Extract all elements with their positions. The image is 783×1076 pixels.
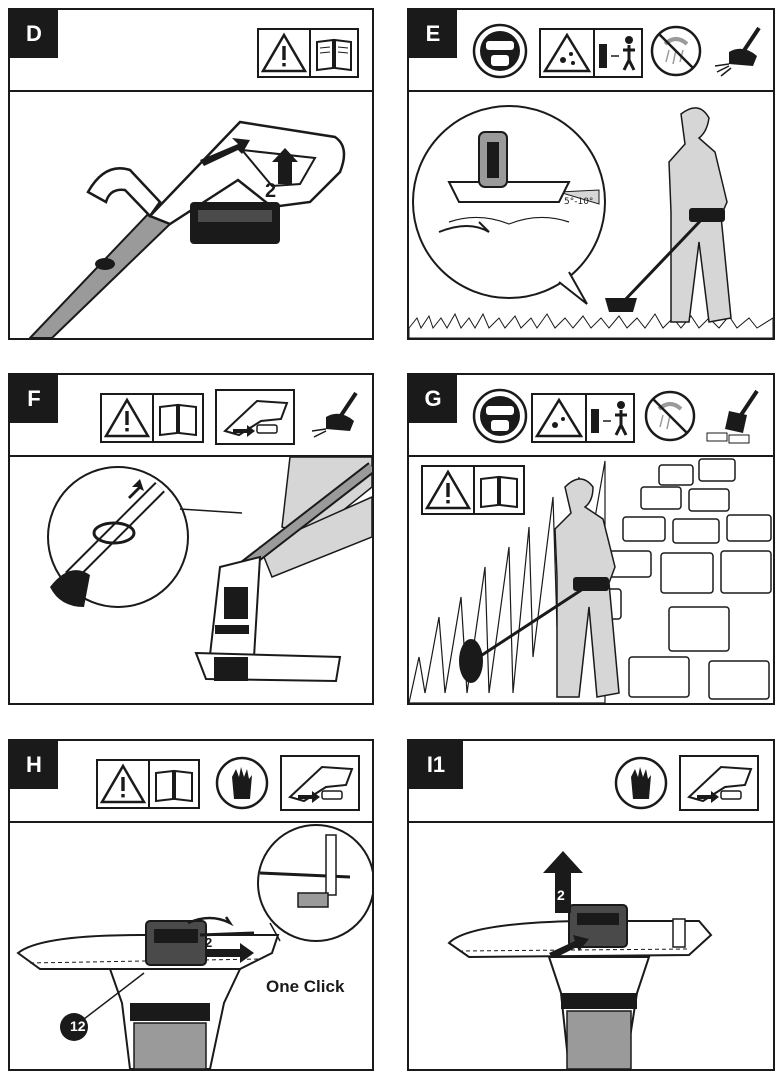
warning-triangle-icon: [102, 395, 154, 441]
warning-triangle-icon: [259, 30, 311, 76]
spool-removal-illustration: [409, 823, 773, 1069]
head-rotation-illustration: [10, 457, 372, 703]
remove-battery-icon: [679, 755, 759, 811]
spool-installation-illustration: [10, 823, 372, 1069]
warning-manual-icon-box: [421, 465, 525, 515]
warning-manual-icon-box: [96, 759, 200, 809]
debris-distance-icon-box: [531, 393, 635, 443]
debris-distance-icon-box: [539, 28, 643, 78]
remove-battery-icon: [215, 389, 295, 445]
panel-d-header: D: [10, 10, 372, 92]
step-label: H: [10, 741, 58, 789]
safety-goggles-icon: [471, 387, 529, 445]
panel-e: E: [407, 8, 775, 340]
edging-head-icon: [703, 385, 767, 447]
panel-f-header: F: [10, 375, 372, 457]
read-manual-icon: [475, 467, 523, 513]
flying-debris-icon: [541, 30, 595, 76]
warning-manual-icon-box: [100, 393, 204, 443]
panel-g-header: G: [409, 375, 773, 457]
warning-triangle-icon: [98, 761, 150, 807]
step-label: I1: [409, 741, 463, 789]
panel-i1-header: I1: [409, 741, 773, 823]
remove-battery-icon: [280, 755, 360, 811]
gloves-icon: [214, 755, 270, 811]
no-rain-icon: [649, 24, 703, 78]
step-label: D: [10, 10, 58, 58]
panel-g: G: [407, 373, 775, 705]
trimming-angle-illustration: [409, 92, 773, 338]
angle-label: 5°-10°: [564, 197, 594, 207]
warning-manual-icon-box: [257, 28, 359, 78]
one-click-label: One Click: [266, 977, 345, 996]
warning-triangle-icon: [423, 467, 475, 513]
panel-i1: I1 2: [407, 739, 775, 1071]
panel-f: F: [8, 373, 374, 705]
bystander-distance-icon: [595, 30, 641, 76]
panel-h-header: H: [10, 741, 372, 823]
edging-illustration: [409, 457, 773, 703]
step-number: 2: [557, 887, 565, 903]
step-number: 2: [205, 935, 213, 950]
read-manual-icon: [311, 30, 357, 76]
panel-h: H: [8, 739, 374, 1071]
battery-insertion-illustration: [10, 92, 372, 338]
no-rain-icon: [643, 389, 697, 443]
panel-d: D 2: [8, 8, 374, 340]
read-manual-icon: [154, 395, 202, 441]
flying-debris-icon: [533, 395, 587, 441]
panel-e-header: E: [409, 10, 773, 92]
bystander-distance-icon: [587, 395, 633, 441]
step-label: F: [10, 375, 58, 423]
safety-goggles-icon: [471, 22, 529, 80]
step-number: 2: [265, 180, 277, 202]
gloves-icon: [613, 755, 669, 811]
part-number-badge: 12: [70, 1018, 86, 1034]
read-manual-icon: [150, 761, 198, 807]
trimmer-head-icon: [709, 22, 769, 80]
trimmer-head-icon: [306, 387, 366, 445]
step-label: G: [409, 375, 457, 423]
step-label: E: [409, 10, 457, 58]
